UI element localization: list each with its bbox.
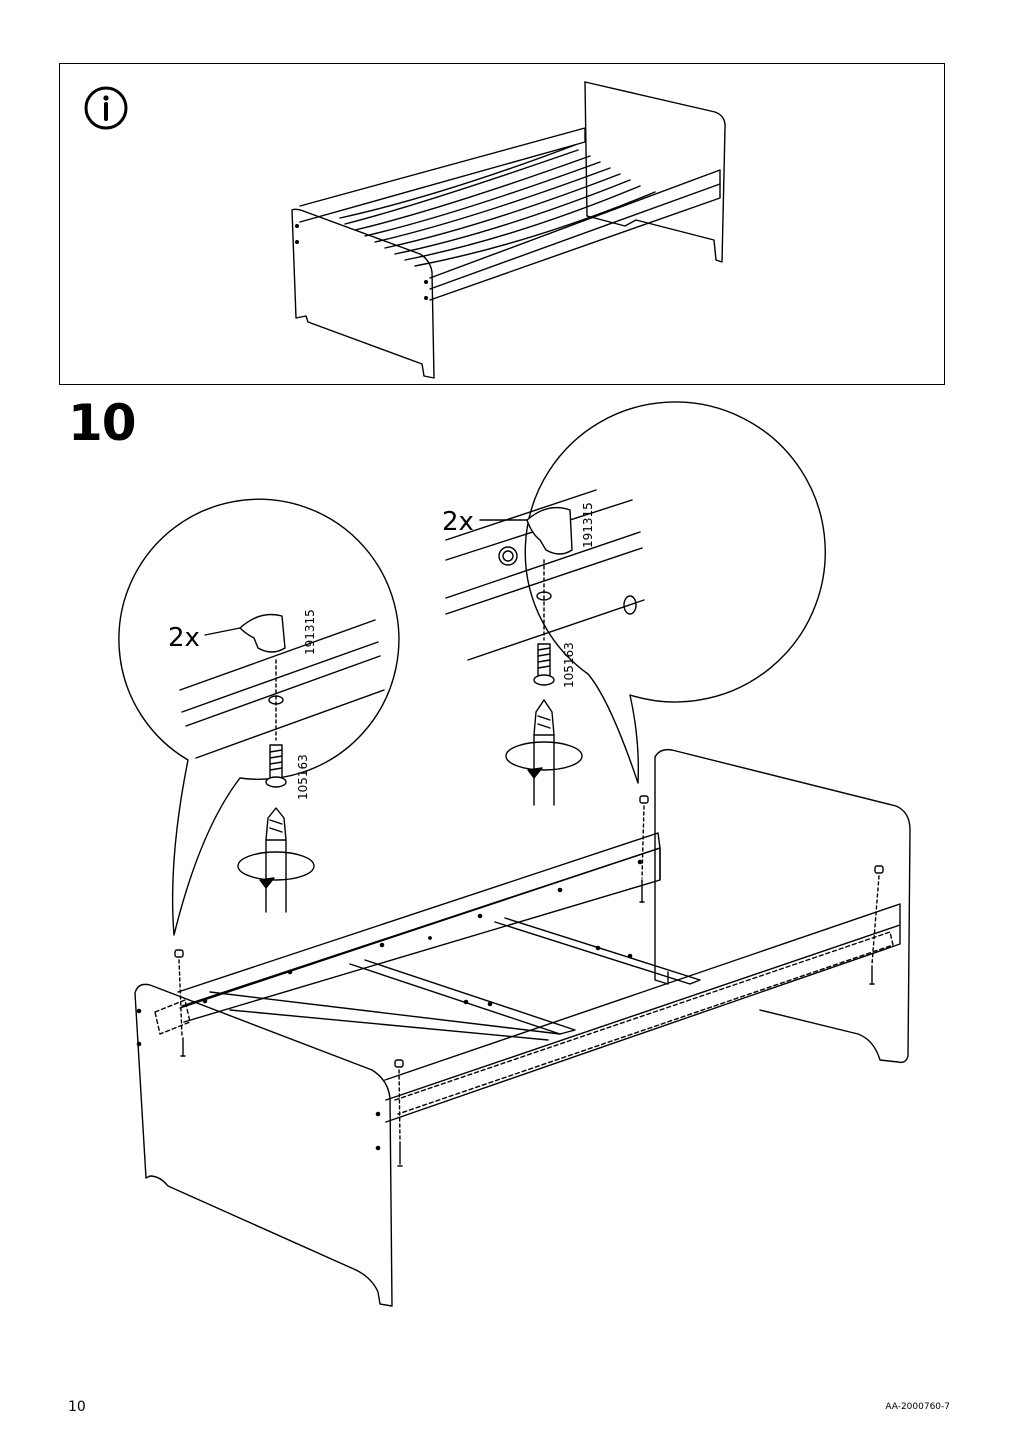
bolt-icon [869,965,875,985]
callout-left-detail [118,498,400,936]
bolt-icon [397,1141,403,1167]
document-code: AA-2000760-7 [885,1402,950,1412]
part-number-cap-left: 191315 [303,609,317,655]
bolt-icon [180,1037,186,1057]
bolt-icon [639,879,645,903]
cap-icon [874,865,884,874]
info-panel [59,63,945,385]
bed-frame-illustration [134,748,911,1307]
quantity-label-left: 2x [168,623,200,653]
quantity-label-right: 2x [442,507,474,537]
assembled-bed-illustration [291,81,726,379]
cap-icon [639,795,649,804]
cap-icon [174,949,184,958]
info-icon [84,86,128,130]
page-number: 10 [68,1399,86,1415]
cap-icon [394,1059,404,1068]
step-number: 10 [68,394,137,452]
part-number-bolt-left: 105163 [296,754,310,800]
callout-right-detail [445,401,826,806]
part-number-bolt-right: 105163 [562,642,576,688]
part-number-cap-right: 191315 [581,502,595,548]
